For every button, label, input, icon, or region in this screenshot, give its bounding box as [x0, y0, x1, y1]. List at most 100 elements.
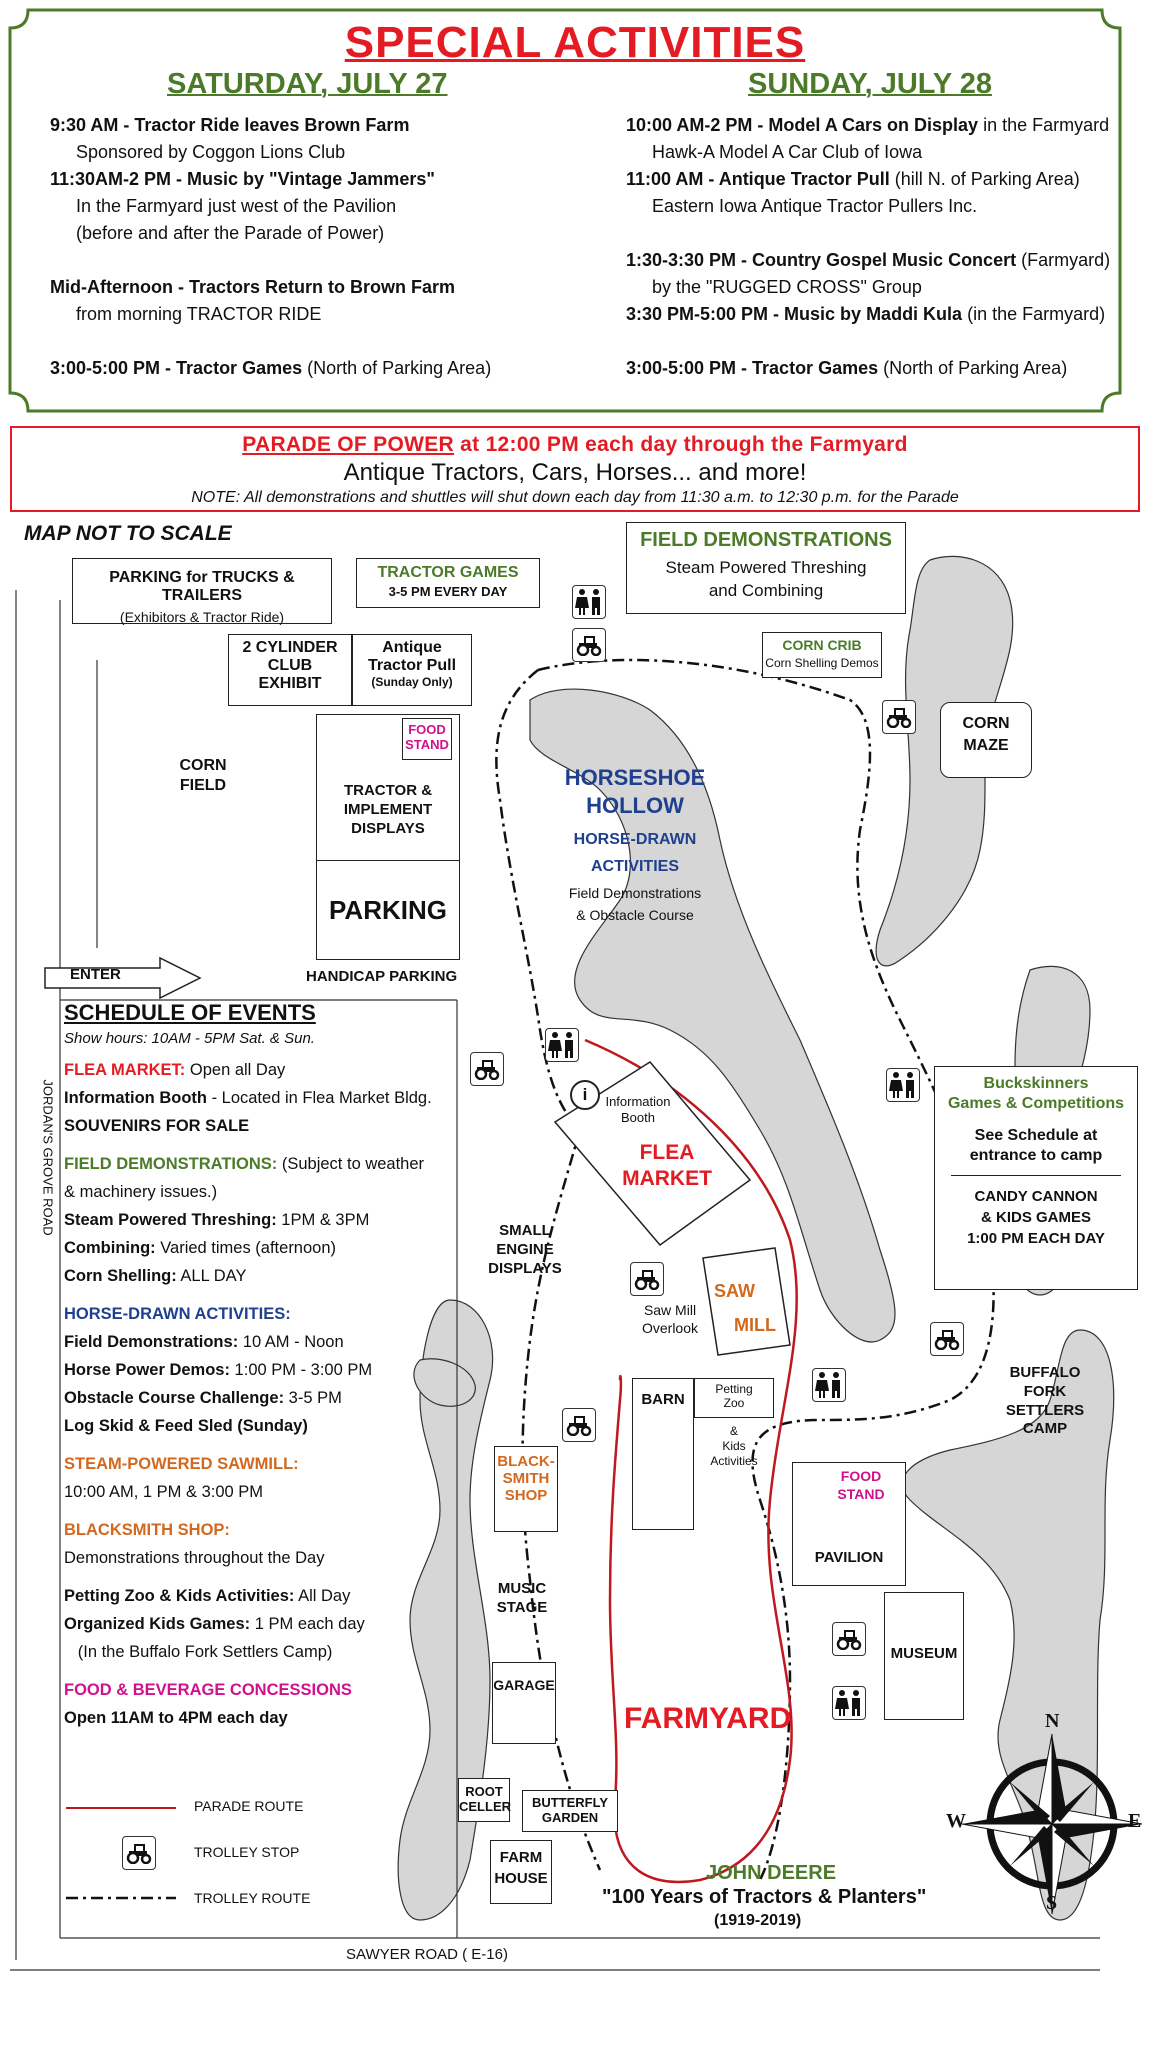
legend-trolley-route: TROLLEY ROUTE: [194, 1890, 311, 1906]
tractor-displays-line3: DISPLAYS: [351, 819, 425, 837]
schedule-item: Petting Zoo & Kids Activities: All Day: [64, 1582, 432, 1610]
trolley-stop-icon: [832, 1622, 866, 1656]
two-cyl-line2: CLUB: [267, 657, 313, 674]
compass-w: W: [946, 1810, 966, 1832]
schedule-gap: [64, 1572, 432, 1582]
trolley-stop-icon: [882, 700, 916, 734]
food-stand-south: FOOD STAND: [826, 1468, 896, 1503]
john-deere-label: JOHN DEERE: [706, 1862, 837, 1884]
info-booth-line1: Information: [605, 1094, 671, 1109]
sunday-line-bold: 1:30-3:30 PM - Country Gospel Music Conc…: [626, 250, 1017, 270]
legend-parade-route: PARADE ROUTE: [194, 1798, 304, 1814]
schedule-item-text: 1:00 PM - 3:00 PM: [229, 1361, 373, 1379]
compass-e: E: [1128, 1810, 1142, 1832]
butterfly-line2: GARDEN: [541, 1810, 599, 1825]
restroom-icon: [812, 1368, 846, 1402]
tractor-games-box: TRACTOR GAMES 3-5 PM EVERY DAY: [356, 558, 540, 608]
kids-activities-label: & Kids Activities: [695, 1424, 773, 1469]
blacksmith-box: BLACK- SMITH SHOP: [494, 1446, 558, 1532]
sunday-line-bold: 11:00 AM - Antique Tractor Pull: [626, 169, 890, 189]
saw-mill-building: [702, 1247, 791, 1356]
schedule-heading: STEAM-POWERED SAWMILL:: [64, 1455, 299, 1473]
schedule-item: Demonstrations throughout the Day: [64, 1544, 432, 1572]
map-not-to-scale: MAP NOT TO SCALE: [24, 522, 232, 545]
flea-market-label: FLEA MARKET: [612, 1140, 722, 1193]
butterfly-garden-box: BUTTERFLY GARDEN: [522, 1790, 618, 1832]
buckskinners-line2: Games & Competitions: [947, 1095, 1125, 1112]
jordans-grove-road-label: JORDAN'S GROVE ROAD: [40, 1079, 56, 1236]
schedule-gap: [64, 1440, 432, 1450]
legend-trolley-stop: TROLLEY STOP: [194, 1844, 300, 1860]
schedule-gap: [64, 1506, 432, 1516]
field-demo-title: FIELD DEMONSTRATIONS: [640, 529, 892, 551]
saw-mill-label: SAW MILL: [710, 1274, 780, 1342]
schedule-item: BLACKSMITH SHOP:: [64, 1516, 432, 1544]
sawyer-road-label: SAWYER ROAD ( E-16): [346, 1946, 508, 1963]
petting-zoo-line2: Zoo: [723, 1396, 745, 1410]
restroom-icon: [832, 1686, 866, 1720]
schedule-item: Information Booth - Located in Flea Mark…: [64, 1084, 432, 1112]
sunday-heading: SUNDAY, JULY 28: [748, 68, 992, 100]
sunday-line: 3:00-5:00 PM - Tractor Games (North of P…: [626, 355, 1110, 382]
antique-pull-line2: Tractor Pull: [367, 657, 457, 674]
schedule-item-text: 1 PM each day: [250, 1615, 365, 1633]
farmyard-label: FARMYARD: [624, 1702, 792, 1735]
saturday-line: In the Farmyard just west of the Pavilio…: [50, 193, 491, 220]
trolley-stop-icon: [562, 1408, 596, 1442]
schedule-item-bold: Combining:: [64, 1239, 156, 1257]
buffalo-line4: CAMP: [1022, 1420, 1068, 1438]
food-stand-south-line2: STAND: [837, 1485, 885, 1502]
kids-act-line2: Kids: [722, 1439, 746, 1453]
flea-market-building: [553, 1061, 752, 1247]
trolley-route-north: [495, 669, 581, 1131]
schedule-item: Log Skid & Feed Sled (Sunday): [64, 1412, 432, 1440]
saturday-line: Sponsored by Coggon Lions Club: [50, 139, 491, 166]
saturday-line-bold: 9:30 AM - Tractor Ride leaves Brown Farm: [50, 115, 410, 135]
tractor-displays-line1: TRACTOR &: [343, 782, 433, 799]
schedule-item-text: ALL DAY: [176, 1267, 247, 1285]
museum-building: MUSEUM: [884, 1592, 964, 1720]
schedule-item: & machinery issues.): [64, 1178, 432, 1206]
schedule-item: SOUVENIRS FOR SALE: [64, 1112, 432, 1140]
schedule-item-bold: SOUVENIRS FOR SALE: [64, 1117, 250, 1135]
parking-label: PARKING: [329, 895, 447, 925]
kids-act-line3: Activities: [710, 1454, 758, 1468]
farm-house-line2: HOUSE: [494, 1870, 548, 1887]
parking-trucks-label: PARKING for TRUCKS & TRAILERS: [109, 569, 295, 604]
schedule-item-text: 3-5 PM: [284, 1389, 342, 1407]
saturday-line-text: In the Farmyard just west of the Pavilio…: [76, 196, 397, 216]
info-booth-label: Information Booth: [598, 1094, 678, 1127]
buffalo-line1: BUFFALO: [1009, 1364, 1081, 1381]
sunday-line-text: by the "RUGGED CROSS" Group: [652, 277, 922, 297]
horseshoe-hollow-label: HORSESHOE HOLLOW: [560, 764, 710, 819]
food-stand-south-line1: FOOD: [840, 1468, 882, 1484]
music-stage-label: MUSIC STAGE: [482, 1580, 562, 1618]
tractor-games-sub: 3-5 PM EVERY DAY: [388, 584, 508, 599]
schedule-hours: Show hours: 10AM - 5PM Sat. & Sun.: [64, 1030, 315, 1047]
see-schedule-line2: entrance to camp: [969, 1147, 1103, 1164]
schedule-item-bold: Horse Power Demos:: [64, 1361, 230, 1379]
horse-drawn-line2: ACTIVITIES: [590, 858, 679, 876]
saw-overlook-line1: Saw Mill: [643, 1302, 697, 1318]
antique-pull-sub: (Sunday Only): [371, 675, 453, 689]
corn-maze-line2: MAZE: [963, 737, 1009, 754]
small-engine-label: SMALL ENGINE DISPLAYS: [480, 1222, 570, 1278]
saturday-line: 3:00-5:00 PM - Tractor Games (North of P…: [50, 355, 491, 382]
two-cylinder-box: 2 CYLINDER CLUB EXHIBIT: [228, 634, 352, 706]
saturday-line-text: (before and after the Parade of Power): [76, 223, 385, 243]
field-demo-sub1: Steam Powered Threshing: [665, 558, 867, 577]
museum-label: MUSEUM: [890, 1645, 958, 1662]
restroom-icon: [545, 1028, 579, 1062]
butterfly-line1: BUTTERFLY: [531, 1795, 609, 1810]
schedule-item-text: 1PM & 3PM: [276, 1211, 370, 1229]
lake-small-west: [413, 1358, 476, 1407]
schedule-item: FOOD & BEVERAGE CONCESSIONS: [64, 1676, 432, 1704]
antique-pull-line1: Antique: [382, 639, 442, 656]
schedule-item: FIELD DEMONSTRATIONS: (Subject to weathe…: [64, 1150, 432, 1178]
schedule-item-text: Demonstrations throughout the Day: [64, 1549, 325, 1567]
barn-building: BARN: [632, 1378, 694, 1530]
schedule-gap: [64, 1666, 432, 1676]
small-engine-line2: ENGINE: [496, 1240, 554, 1258]
trolley-stop-icon: [630, 1262, 664, 1296]
saw-overlook-line2: Overlook: [641, 1319, 699, 1336]
